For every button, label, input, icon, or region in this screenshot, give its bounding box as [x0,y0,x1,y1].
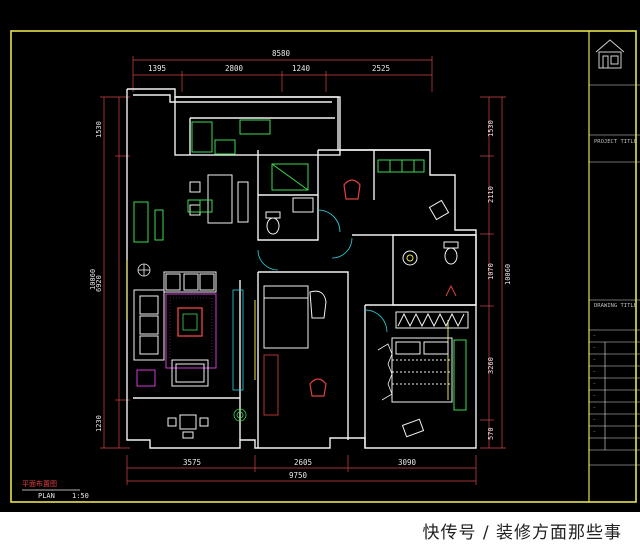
dim-right-seg-1: 1530 [487,120,495,137]
bottom-dimension-lines [126,455,477,485]
right-dimension-lines [480,96,506,449]
dim-bottom-seg-3: 3090 [398,458,417,467]
wardrobe-zigzag [395,311,469,329]
svg-text:—: — [593,346,596,351]
dining-table [189,174,249,224]
armchair [171,359,209,387]
house-logo-icon [595,39,625,69]
plant-icon [233,408,247,422]
dim-bottom-seg-1: 3575 [183,458,201,467]
double-bed [391,337,453,403]
left-dimension-lines [100,96,130,449]
title-block-project-title: PROJECT TITLE [594,139,637,145]
side-table [136,369,156,387]
shower [271,163,309,191]
dim-bottom-total: 9750 [289,471,308,480]
fan-decor [445,284,457,297]
top-dimension-lines [132,56,433,92]
balcony-table [167,414,209,439]
armchair-red [343,179,361,200]
chair-room3 [309,290,327,319]
svg-text:—: — [593,382,596,387]
svg-text:—: — [593,394,596,399]
svg-text:—: — [593,406,596,411]
dim-left-seg-1: 1530 [95,121,103,138]
wardrobe [377,159,425,173]
walls [126,88,477,449]
dim-right-total: 10060 [504,264,512,285]
dim-left-total: 10060 [89,269,97,290]
dim-right-seg-5: 570 [487,427,495,440]
svg-text:—: — [593,430,596,435]
cabinet [133,201,149,243]
dim-left-seg-2: 1230 [95,415,103,432]
dim-top-seg-4: 2525 [372,64,390,73]
plan-label: PLAN [38,492,55,500]
wall-accents [126,260,449,400]
watermark-bar: 快传号 / 装修方面那些事 [0,512,640,549]
plan-title-cn: 平面布置图 [22,479,57,488]
armchair-red-2 [309,378,327,397]
title-block [589,84,640,466]
tv-cabinet [232,289,244,391]
dim-top-total: 8580 [272,49,291,58]
desk-chair [401,418,425,438]
wardrobe-room3 [263,354,279,416]
cabinet-2 [154,209,164,241]
sofa [133,271,217,361]
watermark-text: 快传号 / 装修方面那些事 [422,523,622,543]
svg-text:—: — [593,418,596,423]
dim-top-seg-3: 1240 [292,64,311,73]
door-swings [257,209,388,333]
side-cabinet [453,339,467,411]
dim-right-seg-4: 3260 [487,357,495,374]
kitchen-counter [191,119,271,155]
drawing-frame [10,30,637,503]
toilet [265,211,281,235]
bed-room3 [263,285,309,349]
svg-text:—: — [593,358,596,363]
svg-text:—: — [593,334,596,339]
basin-round [402,250,418,266]
dim-right-seg-2: 2110 [487,186,495,203]
coffee-table-rug [165,293,217,369]
title-block-drawing-title: DRAWING TITLE [594,303,637,309]
washbasin [292,197,314,213]
plan-scale: 1:50 [72,492,89,500]
toilet [443,241,459,265]
dim-right-seg-3: 1070 [487,263,495,280]
rug-fur [377,343,393,401]
plant-icon [137,263,151,277]
dim-top-seg-2: 2800 [225,64,244,73]
dim-left-sub: 6920 [95,275,103,292]
svg-text:—: — [593,370,596,375]
dim-top-seg-1: 1395 [148,64,166,73]
chair [428,199,450,221]
dim-bottom-seg-2: 2605 [294,458,312,467]
dining-chairs [187,199,213,213]
